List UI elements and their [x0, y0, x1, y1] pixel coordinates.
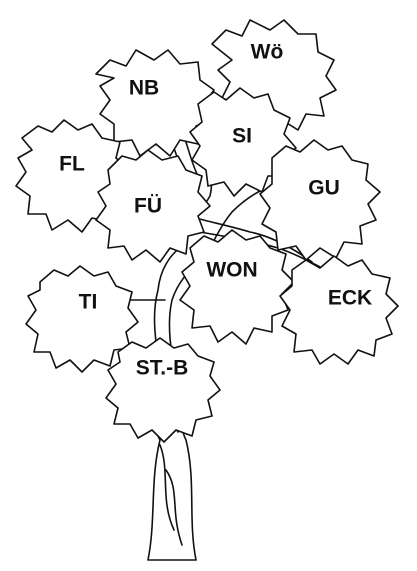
leaf-label-eck: ECK — [328, 287, 372, 310]
leaf-label-nb: NB — [129, 77, 159, 100]
leaf-ti — [25, 265, 139, 373]
leaf-label-fu: FÜ — [134, 195, 162, 218]
leaf-label-gu: GU — [308, 177, 340, 200]
leaf-label-stb: ST.-B — [136, 357, 189, 380]
leaf-eck — [279, 255, 399, 365]
leaf-stb — [105, 337, 221, 443]
leaf-fu — [95, 149, 211, 263]
leaf-label-won: WON — [206, 259, 257, 282]
leaf-gu — [259, 139, 381, 261]
leaf-label-wo: Wö — [251, 41, 284, 64]
leaf-won — [179, 229, 295, 345]
leaf-label-ti: TI — [79, 291, 98, 314]
leaf-label-fl: FL — [59, 153, 85, 176]
leaf-label-si: SI — [232, 125, 252, 148]
